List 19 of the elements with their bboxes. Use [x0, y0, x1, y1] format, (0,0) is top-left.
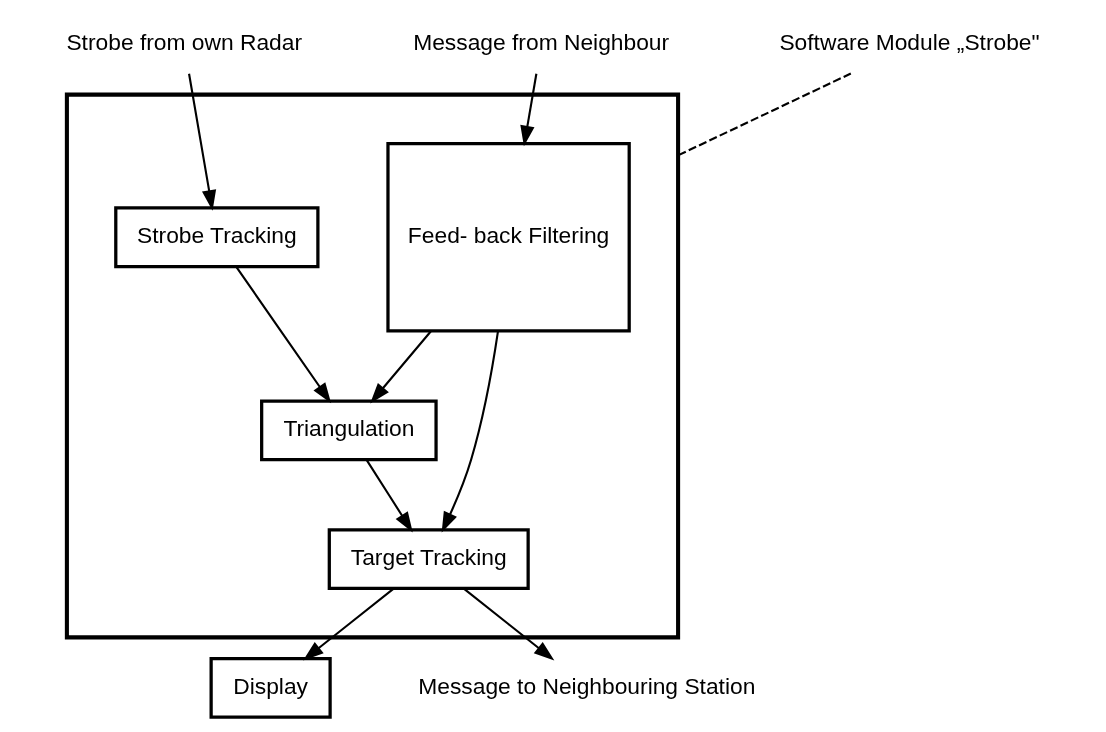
arrow	[303, 587, 395, 661]
node-box: Feed- back Filtering	[386, 141, 631, 333]
node-text: Message to Neighbouring Station	[418, 672, 756, 699]
node-box: Strobe Tracking	[114, 206, 320, 269]
node-box: Display	[209, 656, 332, 719]
arrow	[441, 331, 499, 533]
arrow	[520, 73, 538, 147]
node-text: Strobe from own Radar	[66, 29, 303, 56]
arrow	[188, 73, 217, 211]
node-text: Software Module „Strobe"	[779, 29, 1040, 56]
arrow	[370, 330, 432, 404]
node-box: Target Tracking	[327, 528, 530, 591]
cluster	[64, 92, 681, 640]
node-box: Triangulation	[260, 399, 438, 462]
connector	[677, 72, 852, 157]
arrow	[463, 587, 555, 661]
arrow	[235, 266, 332, 404]
node-text: Message from Neighbour	[413, 29, 670, 56]
arrow	[365, 459, 413, 533]
